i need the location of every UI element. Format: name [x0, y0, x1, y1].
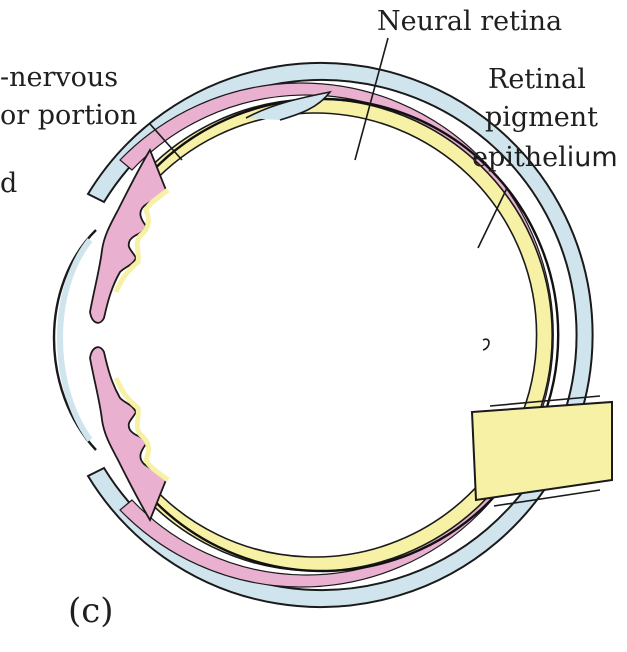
optic-disc-notch [483, 339, 489, 350]
cornea-inner [60, 240, 90, 440]
rpe-label-line3-b: ium [567, 142, 618, 173]
rpe-label-line1: Retinal [488, 64, 586, 95]
non-nervous-label-line2: or portion [0, 100, 137, 131]
panel-label: (c) [68, 591, 114, 631]
rpe-label-line3-a: epithel [472, 142, 567, 173]
optic-nerve [472, 402, 612, 500]
rpe-label-line2: pigment [485, 102, 598, 133]
non-nervous-label-line1: -nervous [0, 62, 118, 93]
rpe-label-line3: epithelium [472, 142, 618, 173]
neural-retina-label: Neural retina [377, 6, 562, 37]
partial-left-label: d [0, 168, 17, 199]
